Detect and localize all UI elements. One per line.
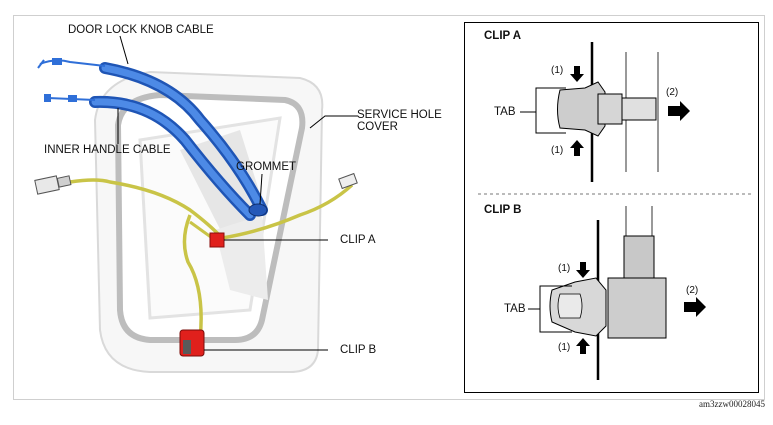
label-door-lock-knob-cable: DOOR LOCK KNOB CABLE <box>68 24 214 36</box>
clip-a-arrow-right <box>668 101 690 121</box>
label-clip-a: CLIP A <box>340 234 376 246</box>
label-service-hole: SERVICE HOLE <box>357 109 442 121</box>
clip-a-tab-label: TAB <box>494 106 516 118</box>
clip-b-arrow-up <box>576 338 590 354</box>
clip-a-step-2: (2) <box>666 87 679 98</box>
wire-harness <box>39 178 354 240</box>
clip-b-step-1-top: (1) <box>558 263 571 274</box>
label-service-hole-cover: COVER <box>357 121 398 133</box>
clip-b-housing-top <box>623 235 655 283</box>
clip-b-step-1-bottom: (1) <box>558 342 571 353</box>
clip-a-step-1-bottom: (1) <box>551 145 564 156</box>
clip-b-tab-label: TAB <box>504 303 526 315</box>
clip-a-step-1-top: (1) <box>551 65 564 76</box>
harness-connector-right <box>338 172 358 190</box>
clip-a-body <box>557 81 606 137</box>
clip-b-step-2: (2) <box>686 285 699 296</box>
grommet <box>248 203 268 217</box>
leader-door-lock <box>119 35 129 65</box>
clip-a-arrow-down <box>570 66 584 82</box>
clip-b-arrow-down <box>576 262 590 278</box>
clip-b-arrow-right <box>684 297 706 317</box>
leader-service-hole <box>309 115 358 129</box>
clip-b-housing <box>607 277 667 339</box>
clip-a-arrow-up <box>570 140 584 156</box>
label-grommet: GROMMET <box>236 161 297 173</box>
clip-a-title: CLIP A <box>484 30 522 42</box>
label-clip-b: CLIP B <box>340 344 377 356</box>
wire-harness-branch <box>182 214 203 341</box>
clip-a-tab-bracket <box>535 87 566 134</box>
label-inner-handle-cable: INNER HANDLE CABLE <box>44 144 171 156</box>
clip-b-title: CLIP B <box>484 204 522 216</box>
leader-grommet <box>259 173 263 205</box>
reference-code: am3zzw00028045 <box>699 399 765 409</box>
